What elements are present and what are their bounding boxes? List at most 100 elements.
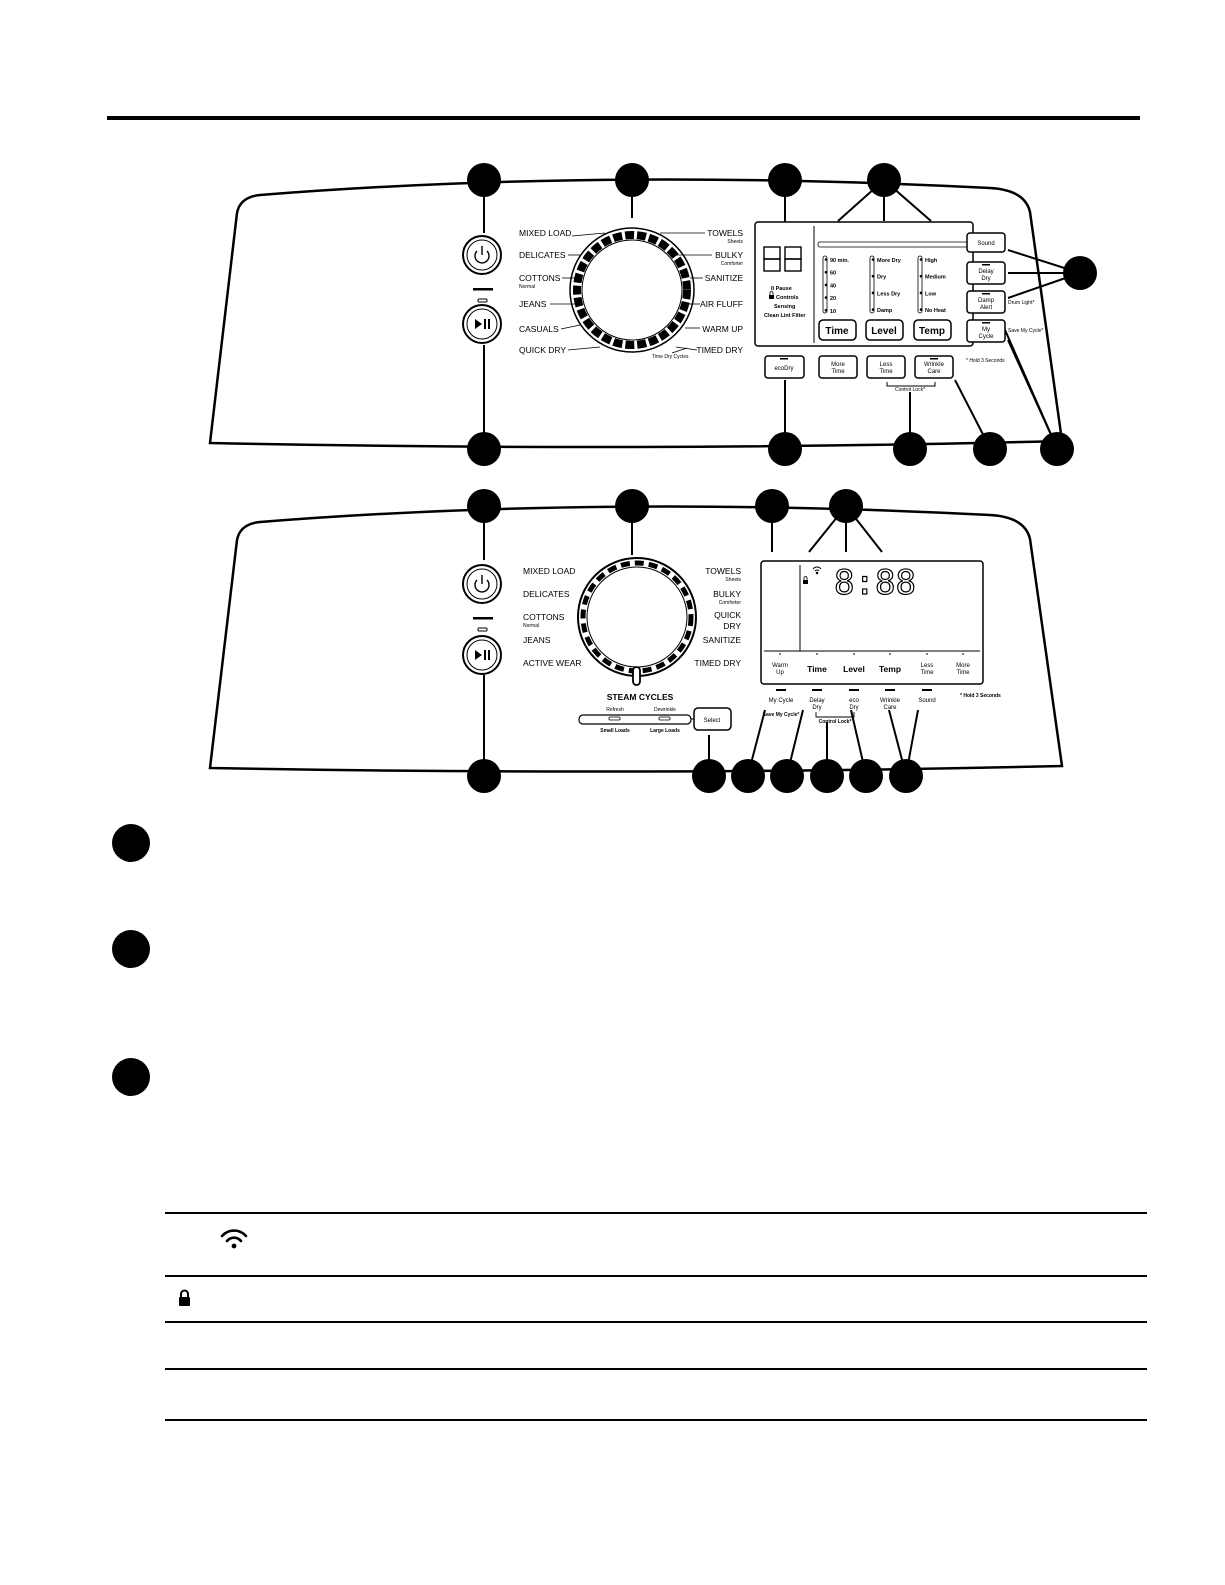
lock-icon [803, 576, 808, 584]
my-cycle-button[interactable]: My Cycle [966, 319, 1006, 343]
icon-legend-table [165, 1212, 1147, 1421]
display-button-label-line2: Up [776, 670, 784, 676]
level-label: High [925, 258, 938, 264]
cycle-selector-dial[interactable] [577, 557, 697, 686]
callout-marker [1040, 432, 1074, 466]
cycle-label: WARM UP [702, 324, 743, 334]
lower-button-label: Sound [918, 698, 935, 704]
display-button-label: Less [921, 663, 934, 669]
cycle-label: JEANS [519, 299, 547, 309]
cycle-label: SANITIZE [703, 635, 742, 645]
power-icon [474, 575, 490, 593]
save-my-cycle-label: Save My Cycle* [763, 712, 800, 718]
wrinkle-care-button[interactable]: Wrinkle Care [914, 355, 954, 379]
control-lock-label: Control Lock* [895, 387, 925, 393]
level-label: Less Dry [877, 291, 901, 297]
indicator-light [477, 298, 488, 303]
cycle-label: JEANS [523, 635, 551, 645]
cycle-labels-right: TOWELSSheetsBULKYComforterQUICKDRYSANITI… [694, 566, 741, 668]
cycle-selector-dial[interactable] [569, 227, 695, 353]
level-label: 40 [830, 283, 836, 289]
cycle-label: TOWELS [707, 228, 743, 238]
bottom-control-panel: MIXED LOADDELICATESCOTTONSNormalJEANSACT… [208, 489, 1064, 793]
display-button-label-line2: Time [920, 670, 934, 676]
callout-marker [1063, 256, 1097, 290]
lock-icon [769, 291, 774, 299]
callout-marker [615, 489, 649, 523]
less-time-button[interactable]: Less Time [866, 355, 906, 379]
callout-marker [849, 759, 883, 793]
temp-button[interactable]: Temp [913, 319, 952, 341]
display-button[interactable]: Temp [879, 653, 901, 674]
select-button-label: Select [704, 718, 721, 724]
lower-button[interactable]: My Cycle [769, 689, 794, 704]
pause-status: II Pause [771, 286, 792, 292]
callout-marker [768, 163, 802, 197]
section-marker [112, 824, 150, 862]
start-pause-button[interactable] [462, 304, 502, 344]
less-time-line2: Time [879, 369, 893, 375]
display-button[interactable]: Time [807, 653, 827, 674]
level-label: Damp [877, 308, 893, 314]
power-button[interactable] [462, 564, 502, 604]
level-label: Dry [877, 275, 887, 281]
control-lock-bracket [886, 382, 936, 387]
sound-button[interactable]: Sound [966, 232, 1006, 253]
display-button[interactable]: Level [843, 653, 865, 674]
damp-alert-button[interactable]: Damp Alert [966, 290, 1006, 314]
steam-cycles-title: STEAM CYCLES [607, 692, 674, 702]
delay-dry-button[interactable]: Delay Dry [966, 261, 1006, 285]
cycle-sublabel: Sheets [725, 577, 741, 583]
lower-button[interactable]: ecoDry [849, 689, 859, 711]
callout-marker [893, 432, 927, 466]
level-label: No Heat [925, 308, 946, 314]
display-button-label: Time [807, 664, 827, 674]
lower-button-label: eco [849, 698, 859, 704]
start-pause-button[interactable] [462, 635, 502, 675]
cycle-sublabel: Comforter [719, 600, 742, 606]
callout-marker [829, 489, 863, 523]
time-button[interactable]: Time [818, 319, 857, 341]
level-label: 90 min. [830, 258, 849, 264]
hold-note: * Hold 3 Seconds [960, 693, 1001, 699]
cycle-label: CASUALS [519, 324, 559, 334]
lower-button-label-line2: Care [883, 705, 897, 711]
select-button[interactable]: Select [693, 707, 732, 731]
lower-button[interactable]: Sound [918, 689, 936, 704]
dewrinkle-label: Dewrinkle [654, 707, 676, 713]
more-time-line1: More [831, 362, 845, 368]
save-my-cycle-label: Save My Cycle* [1008, 328, 1043, 334]
level-button-label: Level [871, 326, 897, 337]
callout-marker [770, 759, 804, 793]
callout-marker [731, 759, 765, 793]
dial-pointer [632, 666, 641, 686]
more-time-button[interactable]: More Time [818, 355, 858, 379]
level-label: Medium [925, 275, 946, 281]
section-marker [112, 930, 150, 968]
cycle-label-line2: DRY [723, 621, 741, 631]
power-button[interactable] [462, 235, 502, 275]
cycle-labels-left: MIXED LOADDELICATESCOTTONSNormalJEANSCAS… [519, 228, 606, 355]
drum-light-label: Drum Light* [1008, 300, 1034, 306]
dewrinkle-indicator [658, 716, 671, 721]
eco-dry-label: ecoDry [774, 366, 793, 372]
cycle-label: SANITIZE [705, 273, 744, 283]
display-button-label: Temp [879, 664, 901, 674]
cycle-label: TIMED DRY [696, 345, 743, 355]
level-button[interactable]: Level [865, 319, 904, 341]
cycle-label: MIXED LOAD [519, 228, 571, 238]
wrinkle-care-line2: Care [927, 369, 941, 375]
cycle-label: BULKY [715, 250, 743, 260]
divider [473, 288, 493, 291]
large-loads-label: Large Loads [650, 728, 680, 734]
eco-dry-button[interactable]: ecoDry [764, 355, 805, 379]
